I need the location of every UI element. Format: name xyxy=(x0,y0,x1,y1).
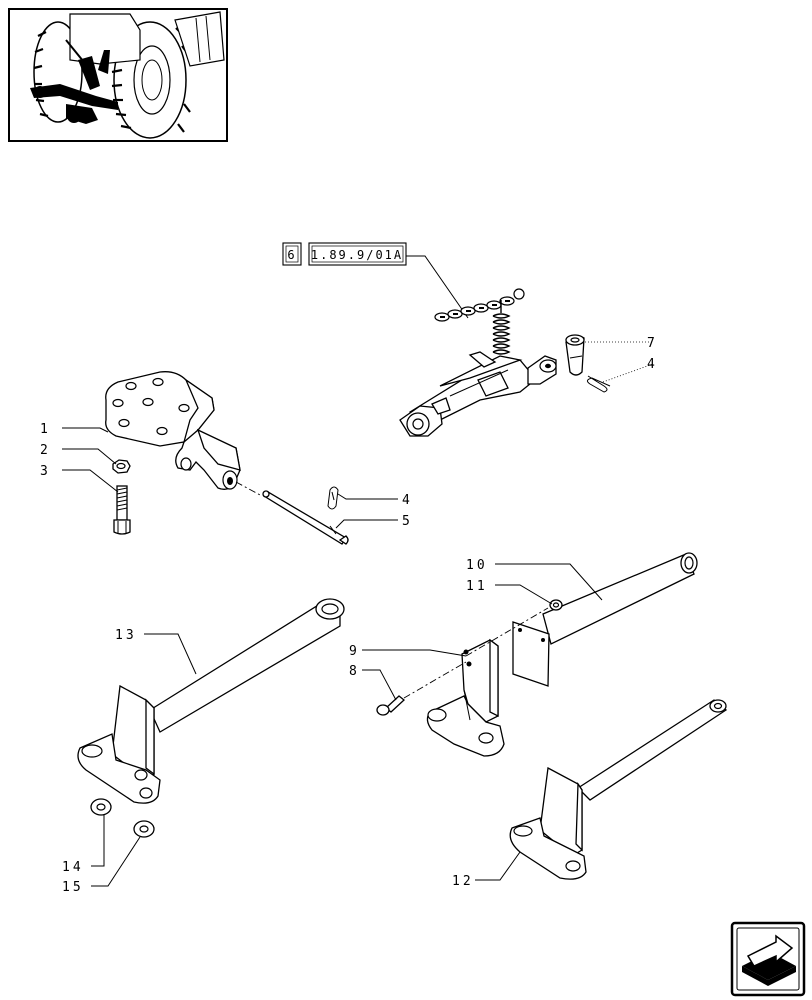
reference-group: 6 xyxy=(287,248,296,262)
drawbar-13 xyxy=(77,598,345,804)
bracket-9 xyxy=(426,638,505,757)
reference-box[interactable]: 6 1.89.9/01A xyxy=(282,242,469,319)
next-page-arrow-icon[interactable] xyxy=(730,921,806,997)
drawbar-12 xyxy=(509,699,728,880)
bolt-11 xyxy=(549,599,563,611)
drawbar-10 xyxy=(512,552,698,687)
callout-3: 3 xyxy=(40,464,51,479)
callout-13: 13 xyxy=(115,628,137,643)
callout-4-upper: 4 xyxy=(647,357,658,372)
callout-14: 14 xyxy=(62,860,84,875)
bolt-3 xyxy=(113,485,131,535)
tractor-rear-thumbnail-icon[interactable] xyxy=(8,8,228,142)
pin-5 xyxy=(262,490,349,545)
clip-4-upper xyxy=(586,375,611,393)
callout-9: 9 xyxy=(349,644,360,659)
callout-11: 11 xyxy=(466,579,488,594)
callout-4-lower: 4 xyxy=(402,493,413,508)
washer-14 xyxy=(90,798,112,816)
clip-4-lower xyxy=(327,486,339,510)
leader-lines xyxy=(62,427,603,887)
washer-15 xyxy=(133,820,155,838)
bolt-8 xyxy=(376,695,405,716)
nut-2 xyxy=(112,459,131,474)
callout-8: 8 xyxy=(349,664,360,679)
callout-15: 15 xyxy=(62,880,84,895)
pin-7 xyxy=(565,334,585,376)
callout-1: 1 xyxy=(40,422,51,437)
reference-code: 1.89.9/01A xyxy=(311,248,403,262)
bracket-1 xyxy=(105,371,241,490)
callout-5: 5 xyxy=(402,514,413,529)
callout-10: 10 xyxy=(466,558,488,573)
top-link-assembly xyxy=(399,288,557,437)
callout-12: 12 xyxy=(452,874,474,889)
callout-2: 2 xyxy=(40,443,51,458)
callout-labels: 1 2 3 4 5 7 4 10 11 9 8 13 14 15 12 xyxy=(40,336,658,895)
callout-7: 7 xyxy=(647,336,658,351)
